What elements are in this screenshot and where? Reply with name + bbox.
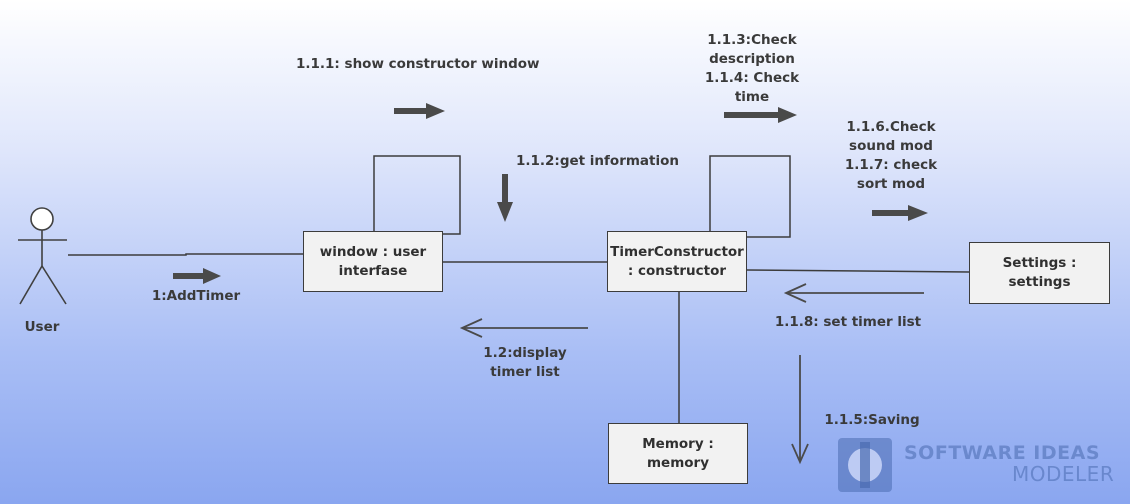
- actor-figure: [18, 207, 67, 305]
- object-window-line1: window : user: [319, 243, 427, 260]
- message-display-line1: 1.2:display: [483, 345, 567, 361]
- message-sound-sort-line1: 1.1.6.Check: [846, 119, 936, 135]
- message-check-line4: time: [734, 89, 770, 105]
- message-add-timer: 1:AddTimer: [151, 288, 241, 304]
- message-saving: 1.1.5:Saving: [824, 412, 920, 428]
- object-window[interactable]: window : user interfase: [303, 231, 443, 292]
- message-sound-sort-line4: sort mod: [856, 176, 926, 192]
- link-constructor-settings: [746, 269, 970, 273]
- self-link-constructor: [709, 155, 791, 238]
- object-constructor-line2: : constructor: [627, 262, 727, 279]
- message-check: 1.1.3:Check description 1.1.4: Check tim…: [700, 31, 804, 107]
- actor-label: User: [24, 319, 60, 335]
- arrow-sound-sort: [872, 205, 928, 221]
- arrow-display: [459, 318, 588, 338]
- arrow-add-timer: [173, 268, 221, 284]
- message-set-timer-list: 1.1.8: set timer list: [774, 314, 922, 330]
- watermark-line2: MODELER: [1012, 462, 1115, 486]
- message-sound-sort-line3: 1.1.7: check: [844, 157, 938, 173]
- message-show-window: 1.1.1: show constructor window: [296, 56, 540, 72]
- arrow-show-window: [394, 103, 445, 119]
- watermark-line1: SOFTWARE IDEAS: [904, 442, 1101, 464]
- object-constructor-line1: TimerConstructor: [610, 243, 744, 260]
- object-timer-constructor[interactable]: TimerConstructor : constructor: [607, 231, 747, 292]
- self-link-window: [373, 155, 461, 235]
- arrow-get-info: [497, 174, 513, 222]
- link-user-window: [68, 253, 303, 256]
- message-check-line2: description: [709, 51, 795, 67]
- message-check-line1: 1.1.3:Check: [707, 32, 797, 48]
- message-check-line3: 1.1.4: Check: [704, 70, 800, 86]
- object-settings-label: Settings : settings: [1002, 255, 1077, 290]
- object-window-line2: interfase: [338, 262, 408, 279]
- object-settings[interactable]: Settings : settings: [969, 242, 1110, 304]
- message-display: 1.2:display timer list: [475, 344, 575, 382]
- software-ideas-watermark: SOFTWARE IDEAS MODELER: [836, 436, 1126, 496]
- message-get-info: 1.1.2:get information: [516, 153, 679, 169]
- message-sound-sort: 1.1.6.Check sound mod 1.1.7: check sort …: [839, 118, 943, 194]
- object-memory[interactable]: Memory : memory: [608, 423, 748, 484]
- message-sound-sort-line2: sound mod: [849, 138, 933, 154]
- arrow-set-timer-list: [783, 283, 924, 303]
- message-display-line2: timer list: [490, 364, 560, 380]
- software-ideas-logo-icon: [838, 438, 892, 492]
- object-memory-line2: memory: [646, 454, 710, 471]
- object-memory-line1: Memory :: [642, 435, 714, 452]
- arrow-saving: [791, 355, 809, 465]
- arrow-check: [724, 107, 797, 123]
